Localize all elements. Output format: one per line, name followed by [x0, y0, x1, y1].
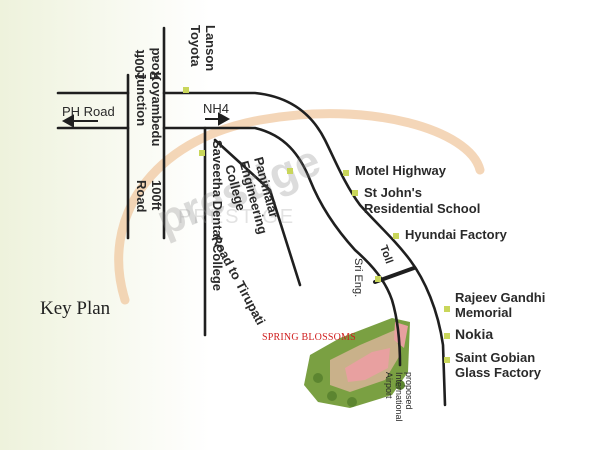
- road-to-tirupati-2: [213, 138, 302, 287]
- decorative-arc: [114, 109, 485, 305]
- saint-gobian-marker: [444, 357, 450, 363]
- lanson-marker: [183, 87, 189, 93]
- label-proposed-airport: proposed International Airport: [384, 372, 414, 422]
- hyundai-marker: [393, 233, 399, 239]
- label-sri-eng: Sri Eng.: [352, 258, 364, 298]
- st-johns-marker: [352, 190, 358, 196]
- watermark-text: PRESTIGE: [178, 206, 296, 228]
- label-hyundai-factory: Hyundai Factory: [405, 227, 507, 242]
- label-koyambedu-junction: Koyambedu Junction: [134, 72, 164, 147]
- key-plan-title: Key Plan: [40, 298, 111, 319]
- label-rajeev-gandhi-line1: Rajeev Gandhi: [455, 290, 546, 305]
- label-rajeev-gandhi-line2: Memorial: [455, 305, 513, 320]
- arrows: [61, 112, 231, 128]
- panimalar-marker: [287, 168, 293, 174]
- road-nh4-top: [56, 91, 447, 407]
- label-100ft-road-bottom: 100ft Road: [134, 180, 164, 213]
- saveetha-marker: [199, 150, 205, 156]
- label-saint-gobian-line1: Saint Gobian: [455, 350, 536, 365]
- label-nh4: NH4: [203, 101, 230, 116]
- sri-eng-marker: [375, 276, 381, 282]
- label-st-johns-line1: St John's: [364, 185, 422, 200]
- label-saint-gobian-line2: Glass Factory: [455, 365, 541, 380]
- rajeev-marker: [444, 306, 450, 312]
- motel-marker: [343, 170, 349, 176]
- label-saveetha-dental-college: Saveetha Dental College: [210, 140, 225, 291]
- nokia-marker: [444, 333, 450, 339]
- label-motel-highway: Motel Highway: [355, 163, 447, 178]
- label-nokia: Nokia: [455, 326, 494, 342]
- label-ph-road: PH Road: [62, 104, 115, 119]
- label-100ft-road-top: 100ft Road: [132, 47, 162, 81]
- label-st-johns-line2: Residential School: [364, 201, 481, 216]
- road-network: [56, 26, 447, 407]
- label-lanson-toyota: Lanson Toyota: [188, 25, 218, 72]
- site-label-spring-blossoms: SPRING BLOSSOMS: [262, 332, 356, 343]
- road-nh4-bottom: [56, 126, 402, 367]
